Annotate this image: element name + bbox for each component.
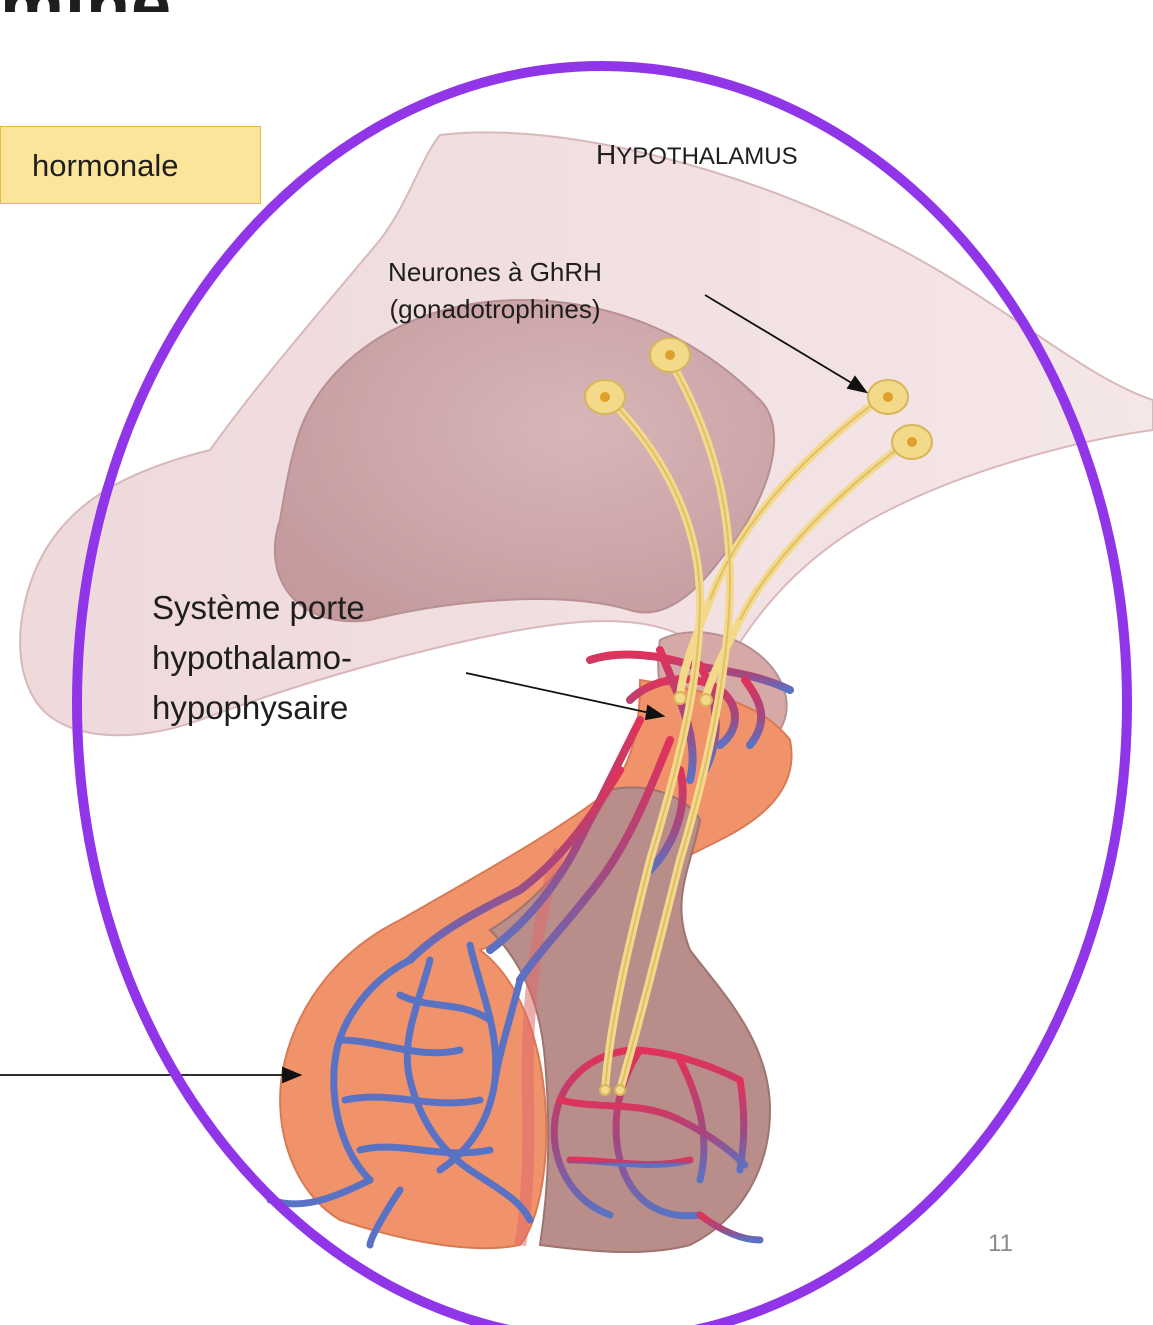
label-neurones: Neurones à GhRH (gonadotrophines)	[335, 254, 655, 328]
label-hypothalamus: HYPOTHALAMUS	[596, 139, 798, 171]
label-hypothalamus-first: H	[596, 139, 616, 170]
slide-title-fragment: mine	[0, 0, 172, 12]
label-systeme-porte: Système porte hypothalamo- hypophysaire	[152, 583, 365, 733]
label-systeme-line3: hypophysaire	[152, 683, 365, 733]
label-hypothalamus-rest: YPOTHALAMUS	[616, 143, 797, 170]
label-neurones-line1: Neurones à GhRH	[335, 254, 655, 291]
label-systeme-line2: hypothalamo-	[152, 633, 365, 683]
page-number: 11	[988, 1230, 1013, 1258]
label-systeme-line1: Système porte	[152, 583, 365, 633]
label-neurones-line2: (gonadotrophines)	[335, 291, 655, 328]
hormonale-box: hormonale	[0, 126, 261, 204]
